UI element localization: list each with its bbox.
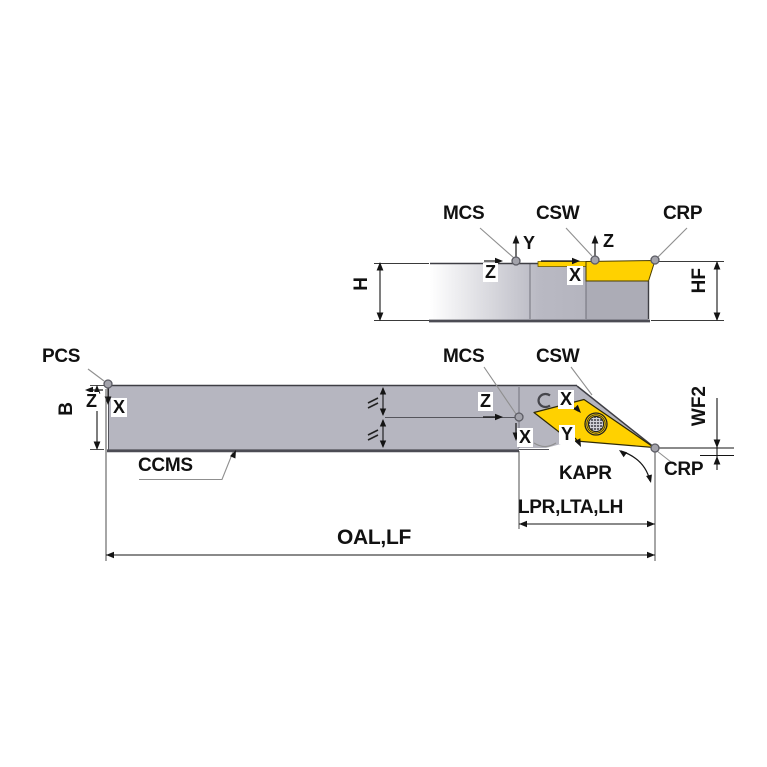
dim-label-wf2: WF2 [689,386,710,427]
axis-label-x-mcs-plan: X [517,427,534,447]
pcs-point-marker [103,379,113,389]
label-pcs: PCS [42,346,81,367]
dim-label-h: H [351,277,372,291]
reference-point-markers-plan [103,379,660,453]
dim-label-oal-lf: OAL,LF [337,526,412,549]
dim-label-hf: HF [689,268,710,294]
dim-label-lpr-lta-lh: LPR,LTA,LH [518,497,623,518]
leader-lines-plan [87,366,672,481]
label-crp-side: CRP [663,203,703,224]
side-view [374,227,724,323]
label-csw-plan: CSW [536,346,580,367]
clamp-icon [537,392,551,409]
insert-side [585,259,656,282]
axis-label-x-csw-side: X [567,265,584,285]
clamp-screw-icon [584,412,608,436]
axis-label-x-pcs: X [111,397,128,417]
csw-point-marker [590,255,600,265]
label-mcs-plan: MCS [443,346,485,367]
axis-label-z-mcs-side: Z [483,262,498,282]
label-crp-plan: CRP [664,459,704,480]
mcs-point-marker [511,256,521,266]
label-mcs-side: MCS [443,203,485,224]
reference-point-markers-side [511,255,660,266]
dim-label-b: B [56,402,77,416]
axis-label-y-csw-plan: Y [559,424,576,444]
label-csw-side: CSW [536,203,580,224]
mcs-point-marker [514,412,524,422]
equal-marks [367,397,379,441]
axis-label-z-pcs: Z [84,391,99,411]
label-kapr: KAPR [559,463,612,484]
crp-point-marker [650,443,660,453]
plan-view [85,366,734,561]
axis-label-x-csw-plan: X [558,389,575,409]
axis-label-y-mcs-side: Y [521,233,538,253]
kapr-angle-arc [620,450,651,482]
leader-lines-side [479,227,688,259]
axis-label-z-csw-side: Z [601,231,616,251]
axis-label-z-mcs-plan: Z [478,391,493,411]
crp-point-marker [650,255,660,265]
label-ccms: CCMS [138,455,193,476]
